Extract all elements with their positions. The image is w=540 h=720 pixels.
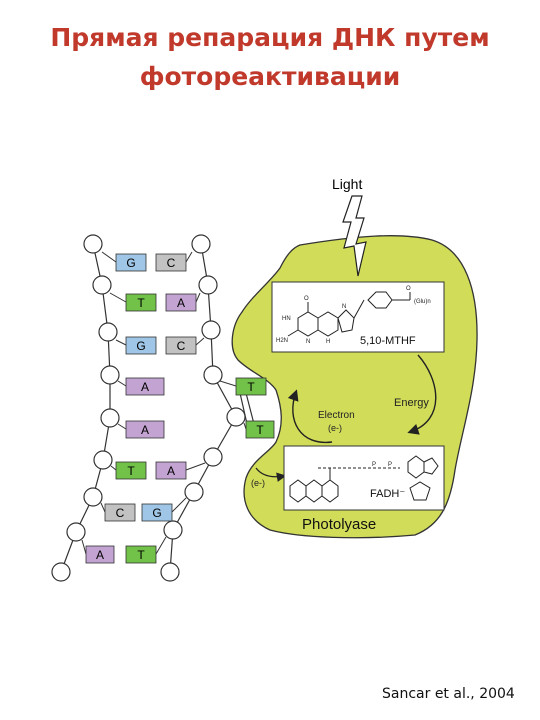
base-letter: C	[116, 506, 125, 520]
bp-0: G C	[115, 253, 187, 272]
base-letter: G	[152, 506, 161, 520]
mthf-structure: O HN H2N N N H O (Glu)n 5,10-MTHF	[271, 281, 445, 353]
svg-text:P: P	[388, 462, 392, 468]
bp-4: A T	[125, 420, 275, 439]
citation: Sancar et al., 2004	[382, 686, 515, 702]
electron-arrow	[287, 389, 333, 444]
base-letter: T	[256, 423, 264, 437]
energy-label: Energy	[394, 397, 429, 409]
electron-sub-label: (e-)	[328, 423, 342, 433]
dna-sugar-circles	[51, 234, 246, 582]
thymine-dimer-bond	[245, 392, 255, 425]
base-right-dimer	[245, 420, 275, 439]
base-right	[165, 336, 197, 355]
mthf-label: 5,10-MTHF	[360, 335, 416, 347]
energy-arrow	[407, 354, 437, 435]
base-letter: C	[177, 339, 186, 353]
electron-transfer-arrow	[255, 467, 287, 482]
light-bolt-icon	[342, 195, 367, 277]
electron-label: Electron	[318, 410, 355, 421]
base-letter: G	[136, 339, 145, 353]
svg-text:O: O	[304, 296, 309, 302]
bp-2: G C	[125, 336, 197, 355]
base-letter: A	[96, 548, 104, 562]
mthf-glu-label: (Glu)n	[414, 299, 431, 305]
base-left	[115, 461, 147, 480]
svg-text:H2N: H2N	[276, 338, 288, 344]
svg-text:HN: HN	[282, 316, 291, 322]
base-left	[104, 503, 136, 522]
svg-text:H: H	[326, 339, 330, 345]
base-left	[115, 253, 147, 272]
thymine-dimer-bond	[239, 392, 248, 425]
base-letter: T	[127, 464, 135, 478]
svg-text:N: N	[342, 304, 346, 310]
title-line-1: Прямая репарация ДНК путем	[50, 23, 490, 52]
base-left	[125, 336, 157, 355]
base-letter: A	[141, 380, 149, 394]
bp-7: A T	[85, 545, 157, 564]
svg-text:P: P	[372, 462, 376, 468]
bp-3: A T	[125, 377, 267, 396]
bp-5: T A	[115, 461, 187, 480]
base-right	[141, 503, 173, 522]
base-right	[155, 461, 187, 480]
base-left	[85, 545, 115, 564]
base-letter: T	[137, 548, 145, 562]
base-right	[125, 545, 157, 564]
base-left	[125, 420, 165, 439]
base-letter: A	[167, 464, 175, 478]
base-connectors	[81, 251, 247, 555]
base-letter: C	[167, 256, 176, 270]
dna-right-backbone	[169, 243, 237, 573]
electron-small-label: (e-)	[251, 478, 265, 488]
bp-1: T A	[125, 293, 197, 312]
bp-6: C G	[104, 503, 173, 522]
base-letter: G	[126, 256, 135, 270]
svg-text:N: N	[306, 339, 310, 345]
page-title: Прямая репарация ДНК путем фотореактивац…	[0, 18, 540, 96]
base-letter: A	[141, 423, 149, 437]
base-letter: T	[137, 296, 145, 310]
photolyase-label: Photolyase	[302, 516, 376, 533]
base-letter: A	[177, 296, 185, 310]
base-left	[125, 293, 157, 312]
base-right	[165, 293, 197, 312]
base-right	[155, 253, 187, 272]
svg-text:O: O	[406, 286, 411, 292]
base-letter: T	[247, 380, 255, 394]
fadh-label: FADH⁻	[370, 488, 405, 500]
fadh-structure: P P FADH⁻	[283, 445, 445, 511]
title-line-2: фотореактивации	[139, 62, 401, 91]
light-label: Light	[332, 176, 362, 192]
base-left	[125, 377, 165, 396]
base-right-dimer	[235, 377, 267, 396]
